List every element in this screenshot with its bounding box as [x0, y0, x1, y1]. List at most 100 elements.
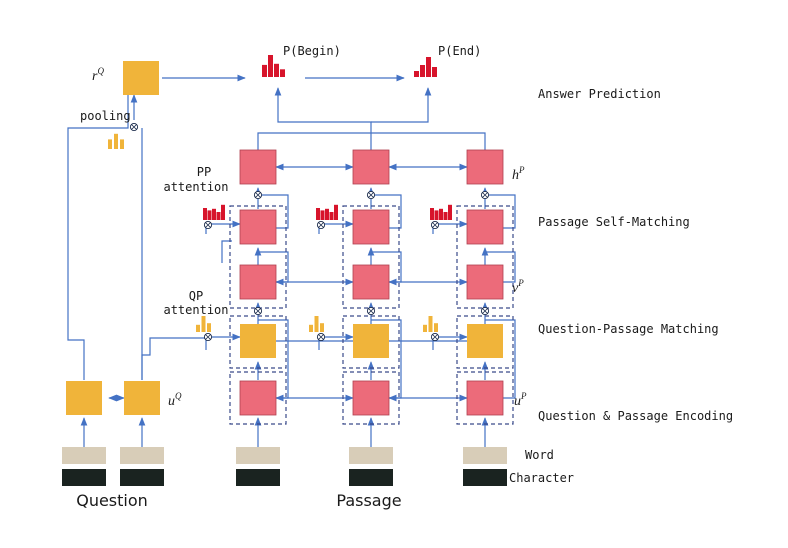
to-end	[371, 87, 432, 123]
qp-attention-bars-1-bar-2	[320, 323, 324, 332]
pp-attention-bars-0	[203, 204, 225, 220]
gate-cross	[205, 222, 211, 228]
vp-gate-0	[253, 306, 263, 316]
pp-attention-bars-2	[430, 204, 452, 220]
cells	[66, 61, 504, 416]
gate-cross	[255, 308, 261, 314]
qp-attention-label-1: QP	[189, 289, 203, 303]
question-label: Question	[76, 491, 148, 510]
word-embedding-0	[62, 447, 106, 464]
qp-cell-0	[240, 324, 276, 358]
question-enc-cell-2	[124, 381, 160, 415]
gate-cross	[368, 192, 374, 198]
vP-symbol: vP	[512, 278, 524, 296]
qp-attention-bars-2-bar-2	[434, 323, 438, 332]
vp-cell-0	[239, 264, 277, 300]
pooling-bars	[108, 133, 124, 149]
p-end-bars-bar-3	[432, 67, 437, 77]
word-embedding-4	[463, 447, 507, 464]
qp-attention-bars-1-bar-1	[314, 316, 319, 332]
qp-attention-label-2: attention	[163, 303, 228, 317]
pooling-bars-bar-1	[114, 133, 118, 149]
qp-attention-bars-0-bar-2	[207, 323, 211, 332]
passage-enc-cell-1	[352, 380, 390, 416]
h-gate-2	[480, 190, 490, 200]
layer-answer-prediction: Answer Prediction	[538, 87, 661, 101]
h-cell-0	[239, 149, 277, 185]
labels: Answer Prediction Passage Self-Matching …	[76, 44, 733, 510]
pp-gate-1	[316, 220, 326, 230]
pp-attention-bars-1-bar-2	[325, 208, 329, 220]
p-begin-bars-bar-0	[262, 64, 267, 77]
pp-attention-label-1: PP	[197, 165, 211, 179]
gate-cross	[482, 192, 488, 198]
qp-attention-bars-1-bar-0	[309, 324, 313, 332]
qp-cell-2	[467, 324, 503, 358]
char-embedding-4	[463, 469, 507, 486]
p-end-bars-bar-2	[426, 57, 431, 77]
qp-attention-bars-1	[309, 316, 324, 332]
bar-icons	[108, 55, 452, 332]
pp-attention-label-2: attention	[163, 180, 228, 194]
gate-cross	[131, 124, 137, 130]
pp-attention-bars-2-bar-3	[443, 212, 448, 220]
gate-cross	[368, 308, 374, 314]
gate-cross	[482, 308, 488, 314]
question-to-pooling-line	[67, 80, 129, 380]
h-gate-0	[253, 190, 263, 200]
gate-cross	[318, 222, 324, 228]
gate-cross	[432, 222, 438, 228]
to-begin	[274, 87, 372, 150]
qp-gate-2	[430, 332, 440, 342]
qp-cell-1	[353, 324, 389, 358]
pp-attention-bars-2-bar-1	[434, 210, 439, 220]
qp-gate-1	[316, 332, 326, 342]
pp-gate-0	[203, 220, 213, 230]
pp-attention-bars-0-bar-0	[203, 208, 207, 220]
attention-gates	[129, 122, 490, 342]
passage-enc-cell-2	[466, 380, 504, 416]
qp-attention-bars-0	[196, 316, 211, 332]
word-label: Word	[525, 448, 554, 462]
vp-skip-2	[485, 251, 516, 283]
self-skip-2	[485, 194, 516, 229]
word-embedding-2	[236, 447, 280, 464]
hP-symbol: hP	[512, 165, 525, 183]
enc-skip-2	[485, 319, 516, 399]
word-embedding-1	[120, 447, 164, 464]
qp-attention-bars-0-bar-0	[196, 324, 200, 332]
pp-attention-bars-0-bar-3	[216, 212, 221, 220]
rQ-cell	[123, 61, 159, 95]
embeddings	[62, 447, 507, 486]
pp-attention-bars-0-bar-4	[221, 204, 225, 220]
vp-cell-1	[352, 264, 390, 300]
char-embedding-0	[62, 469, 106, 486]
pp-attention-bars-2-bar-0	[430, 208, 434, 220]
char-embedding-2	[236, 469, 280, 486]
vp-cell-2	[466, 264, 504, 300]
pooling-label: pooling	[80, 109, 131, 123]
encoding-group-2	[456, 371, 514, 425]
qp-attention-bars-0-bar-1	[201, 316, 206, 332]
qp-group-0	[229, 315, 287, 369]
qp-attention-bars-2	[423, 316, 438, 332]
self-cell-2	[466, 209, 504, 245]
pooling-bars-bar-0	[108, 139, 112, 149]
h-gate-1	[366, 190, 376, 200]
p-begin-bars	[262, 55, 285, 77]
self-skip-1	[371, 194, 402, 229]
dashed-groups	[229, 205, 514, 425]
qp-attention-bars-2-bar-0	[423, 324, 427, 332]
encoding-group-1	[342, 371, 400, 425]
pooling-bars-bar-2	[120, 139, 124, 149]
h-cell-2	[466, 149, 504, 185]
pp-attention-bars-1-bar-4	[334, 204, 338, 220]
pool-gate	[129, 122, 139, 132]
self-cell-1	[352, 209, 390, 245]
layer-self-matching: Passage Self-Matching	[538, 215, 690, 229]
character-label: Character	[509, 471, 574, 485]
p-end-bars	[414, 57, 437, 77]
p-end-bars-bar-1	[420, 65, 425, 77]
gate-cross	[318, 334, 324, 340]
